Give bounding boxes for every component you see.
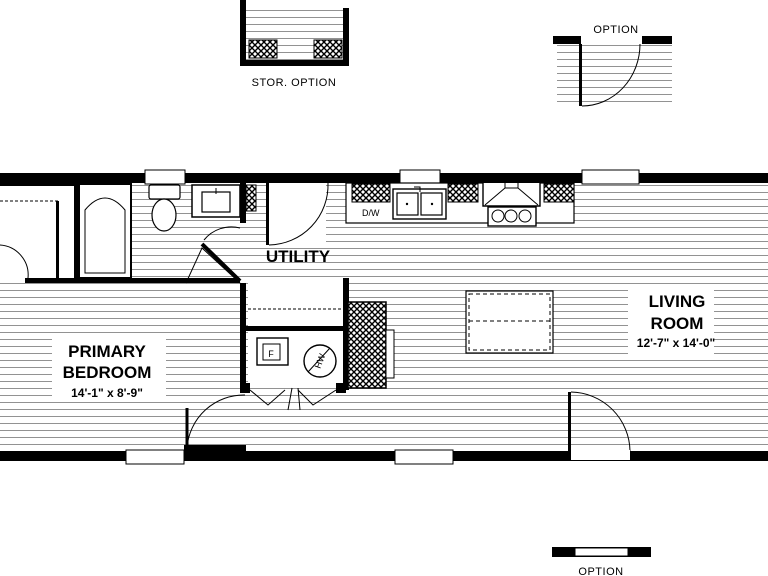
svg-text:ROOM: ROOM	[651, 314, 704, 333]
storage-option: STOR. OPTION	[240, 0, 349, 89]
svg-text:14'-1" x 8'-9": 14'-1" x 8'-9"	[71, 386, 143, 400]
living-room-label: LIVING ROOM 12'-7" x 14'-0"	[628, 286, 715, 356]
dishwasher-label: D/W	[362, 208, 380, 218]
door-option: OPTION	[553, 24, 672, 108]
svg-text:PRIMARY: PRIMARY	[68, 342, 146, 361]
svg-text:LIVING: LIVING	[649, 292, 706, 311]
svg-text:BEDROOM: BEDROOM	[63, 363, 152, 382]
svg-text:12'-7" x 14'-0": 12'-7" x 14'-0"	[637, 336, 715, 350]
storage-option-label: STOR. OPTION	[252, 77, 337, 89]
window-option: OPTION	[552, 547, 651, 576]
primary-bedroom-label: PRIMARY BEDROOM 14'-1" x 8'-9"	[52, 338, 166, 402]
door-option-label: OPTION	[593, 24, 638, 36]
furnace-label: F	[268, 349, 274, 359]
utility-label: UTILITY	[266, 247, 331, 266]
water-heater-label: HW	[313, 352, 328, 370]
window-option-label: OPTION	[578, 566, 623, 576]
main-floor: D/W UTILITY F HW	[0, 169, 768, 465]
